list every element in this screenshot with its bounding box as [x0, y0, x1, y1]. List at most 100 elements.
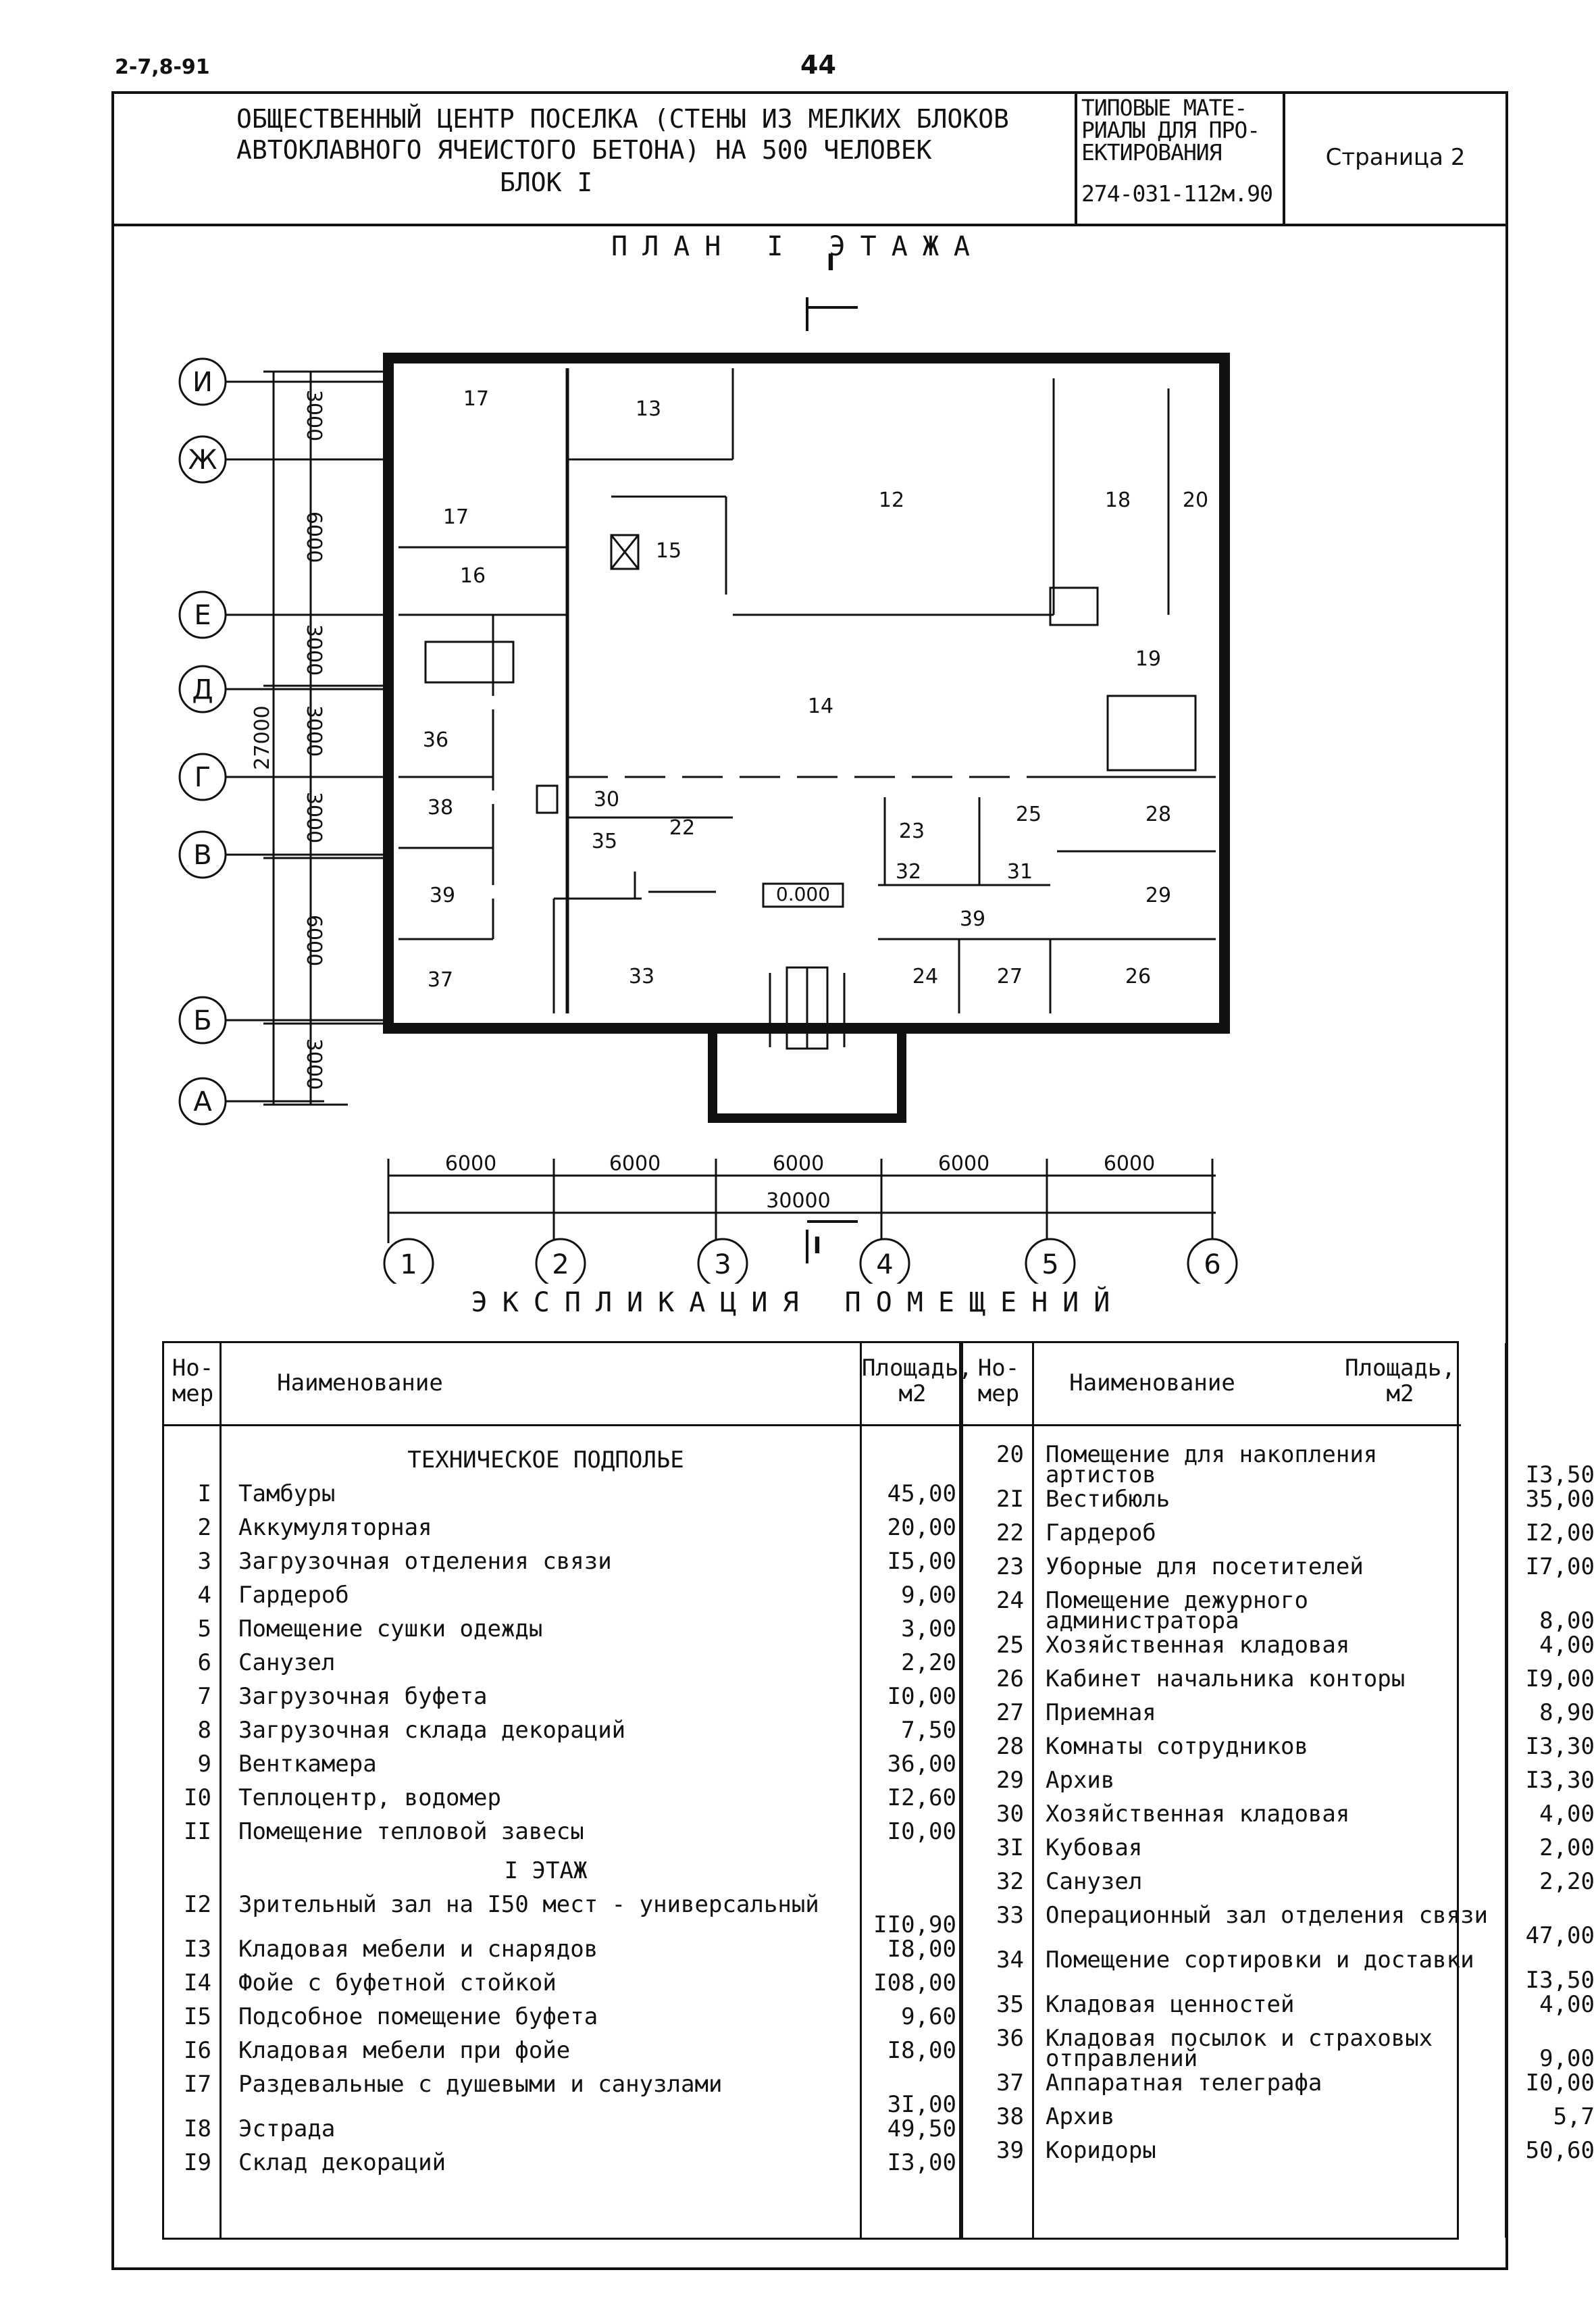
room-number: 20 — [996, 1441, 1024, 1468]
room-number: 6 — [197, 1649, 211, 1676]
room-name: Архив — [1046, 2103, 1115, 2130]
room-area: 3,00 — [901, 1615, 956, 1642]
room-area: 8,90 — [1539, 1699, 1595, 1726]
room-name: Помещение дежурного администратора — [1046, 1587, 1308, 1634]
room-area: I3,50 — [1525, 1967, 1595, 1994]
room-name: Венткамера — [238, 1751, 377, 1778]
room-number: I0 — [184, 1784, 211, 1811]
row-dimension: 6000 — [302, 511, 326, 563]
column-total-dimension: 30000 — [766, 1189, 830, 1213]
room-name: Санузел — [238, 1649, 336, 1676]
room-number: I2 — [184, 1891, 211, 1918]
room-label: 26 — [1125, 965, 1151, 988]
room-label: 23 — [899, 820, 925, 843]
title-block: ОБЩЕСТВЕННЫЙ ЦЕНТР ПОСЕЛКА (СТЕНЫ ИЗ МЕЛ… — [111, 91, 1508, 226]
column-dimension: 6000 — [609, 1152, 661, 1176]
header-area-right: Площадь, м2 — [1345, 1355, 1456, 1407]
room-label: 39 — [960, 907, 985, 931]
row-dimension: 6000 — [302, 915, 326, 966]
room-name: Помещение тепловой завесы — [238, 1818, 584, 1845]
axis-row-label: И — [192, 367, 213, 398]
room-number: I4 — [184, 1969, 211, 1996]
room-area: I3,50 — [1525, 1461, 1595, 1488]
row-total-dimension: 27000 — [251, 705, 274, 770]
column-dimension: 6000 — [1104, 1152, 1155, 1176]
room-number: 37 — [996, 2069, 1024, 2096]
room-name: Фойе с буфетной стойкой — [238, 1969, 557, 1996]
explication-table: Но-мер Наименование Площадь, м2 Но-мер Н… — [162, 1341, 1595, 2240]
project-title-line-2: АВТОКЛАВНОГО ЯЧЕИСТОГО БЕТОНА) НА 500 ЧЕ… — [236, 135, 932, 165]
room-area: 50,60 — [1525, 2137, 1595, 2164]
row-dimension: 3000 — [302, 1038, 326, 1090]
column-dimension: 6000 — [938, 1152, 989, 1176]
room-label: 13 — [636, 397, 661, 421]
room-label: 38 — [428, 796, 453, 820]
col-area-left — [862, 1343, 963, 2238]
axis-col-label: 2 — [552, 1249, 569, 1280]
header-num-left: Но-мер — [172, 1355, 214, 1407]
room-area: I2,00 — [1525, 1519, 1595, 1546]
room-name: Гардероб — [1046, 1519, 1156, 1546]
room-name: Гардероб — [238, 1582, 349, 1609]
col-num-right — [963, 1343, 1034, 2238]
room-number: 22 — [996, 1519, 1024, 1546]
axis-row-label: Е — [194, 600, 211, 631]
axis-row-label: Г — [195, 762, 211, 793]
room-label: 17 — [463, 387, 489, 411]
room-number: I7 — [184, 2071, 211, 2098]
sheet-frame — [111, 91, 1508, 2270]
room-label: 18 — [1105, 488, 1131, 512]
row-dimension: 3000 — [302, 390, 326, 441]
column-dimension: 6000 — [445, 1152, 496, 1176]
section-mark-bottom: I — [813, 1232, 822, 1259]
room-name: Аккумуляторная — [238, 1514, 432, 1541]
room-name: Комнаты сотрудников — [1046, 1733, 1308, 1760]
room-name: Раздевальные с душевыми и санузлами — [238, 2071, 723, 2098]
room-label: 16 — [460, 564, 486, 588]
room-area: I3,00 — [887, 2149, 956, 2176]
room-area: 8,00 — [1539, 1607, 1595, 1634]
room-number: 7 — [197, 1683, 211, 1710]
room-area: 35,00 — [1525, 1486, 1595, 1513]
room-area: 7,50 — [901, 1717, 956, 1744]
room-name: Кладовая мебели при фойе — [238, 2037, 571, 2064]
room-number: 32 — [996, 1868, 1024, 1895]
room-area: II0,90 — [873, 1911, 956, 1938]
axis-col-label: 1 — [400, 1249, 417, 1280]
room-area: 9,00 — [901, 1582, 956, 1609]
room-area: 47,00 — [1525, 1922, 1595, 1949]
room-area: 9,60 — [901, 2003, 956, 2030]
axis-row-label: В — [193, 840, 211, 871]
room-area: I8,00 — [887, 1936, 956, 1963]
header-name-right: Наименование — [1069, 1369, 1235, 1397]
room-area: 2,20 — [1539, 1868, 1595, 1895]
room-label: 32 — [896, 860, 921, 884]
room-number: 35 — [996, 1991, 1024, 2018]
room-label: 35 — [592, 830, 617, 853]
room-area: 9,00 — [1539, 2045, 1595, 2072]
room-area: 3I,00 — [887, 2091, 956, 2118]
room-name: Кабинет начальника конторы — [1046, 1665, 1406, 1692]
room-number: I9 — [184, 2149, 211, 2176]
room-number: 4 — [197, 1582, 211, 1609]
room-area: I3,30 — [1525, 1767, 1595, 1794]
room-name: Загрузочная буфета — [238, 1683, 488, 1710]
room-number: 30 — [996, 1801, 1024, 1828]
column-dimension: 6000 — [773, 1152, 824, 1176]
room-number: I8 — [184, 2115, 211, 2142]
room-area: I0,00 — [887, 1683, 956, 1710]
room-area: 5,7 — [1553, 2103, 1595, 2130]
room-label: 30 — [594, 788, 619, 811]
room-number: I6 — [184, 2037, 211, 2064]
room-name: Санузел — [1046, 1868, 1143, 1895]
section-heading: ТЕХНИЧЕСКОЕ ПОДПОЛЬЕ — [407, 1447, 684, 1474]
room-number: 28 — [996, 1733, 1024, 1760]
header-name-left: Наименование — [277, 1369, 443, 1397]
room-number: I — [197, 1480, 211, 1507]
room-name: Зрительный зал на I50 мест - универсальн… — [238, 1891, 819, 1918]
room-number: 27 — [996, 1699, 1024, 1726]
room-area: 4,00 — [1539, 1991, 1595, 2018]
room-number: 26 — [996, 1665, 1024, 1692]
room-area: 2,00 — [1539, 1834, 1595, 1861]
room-area: 4,00 — [1539, 1632, 1595, 1659]
